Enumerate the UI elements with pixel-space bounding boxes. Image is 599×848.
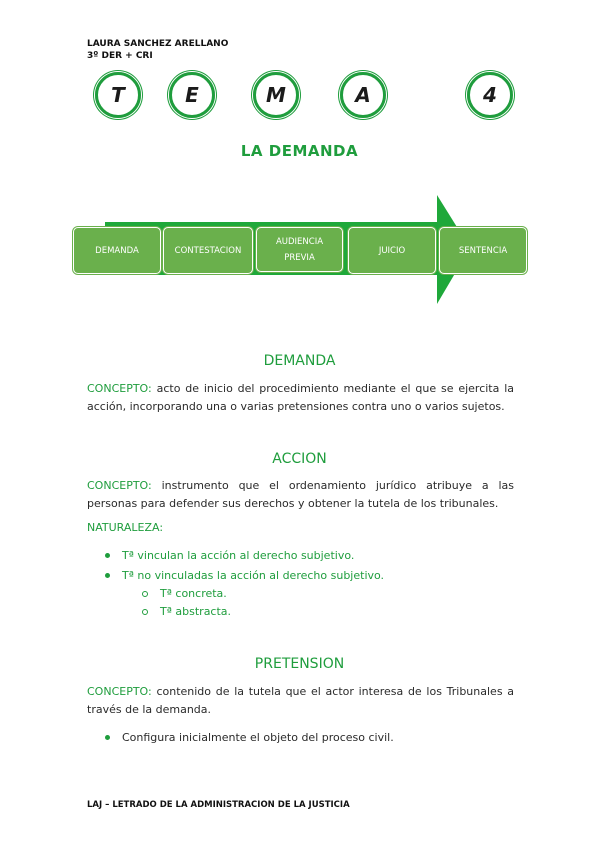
demanda-concept: CONCEPTO: acto de inicio del procedimien… xyxy=(87,380,514,416)
list-item: Tª abstracta. xyxy=(142,605,231,618)
naturaleza-label: NATURALEZA: xyxy=(87,521,164,534)
step-demanda: DEMANDA xyxy=(73,227,161,274)
section-title-accion: ACCION xyxy=(272,451,327,467)
tema-letter-circle: E xyxy=(169,72,215,118)
tema-circles: T E M A 4 xyxy=(0,72,599,122)
step-juicio: JUICIO xyxy=(348,227,436,274)
process-diagram: DEMANDA CONTESTACION AUDIENCIA PREVIA JU… xyxy=(0,190,599,310)
concept-lead: CONCEPTO: xyxy=(87,479,152,492)
section-title-pretension: PRETENSION xyxy=(254,656,345,672)
concept-lead: CONCEPTO: xyxy=(87,685,152,698)
bullet-icon xyxy=(105,573,110,578)
bullet-icon xyxy=(105,553,110,558)
concept-lead: CONCEPTO: xyxy=(87,382,152,395)
bullet-icon xyxy=(105,735,110,740)
step-sentencia: SENTENCIA xyxy=(439,227,527,274)
tema-letter-circle: T xyxy=(95,72,141,118)
page-footer: LAJ – LETRADO DE LA ADMINISTRACION DE LA… xyxy=(87,800,350,810)
step-contestacion: CONTESTACION xyxy=(163,227,253,274)
concept-text: instrumento que el ordenamiento jurídico… xyxy=(87,479,515,510)
page-title: LA DEMANDA xyxy=(240,142,359,160)
course-label: 3º DER + CRI xyxy=(87,51,153,61)
concept-text: contenido de la tutela que el actor inte… xyxy=(87,685,514,716)
list-item: Tª vinculan la acción al derecho subjeti… xyxy=(105,549,354,562)
accion-concept: CONCEPTO: instrumento que el ordenamient… xyxy=(87,477,514,513)
tema-letter-circle: M xyxy=(253,72,299,118)
list-item: Configura inicialmente el objeto del pro… xyxy=(105,731,394,744)
concept-text: acto de inicio del procedimiento mediant… xyxy=(87,382,515,413)
pretension-concept: CONCEPTO: contenido de la tutela que el … xyxy=(87,683,514,719)
step-audiencia-previa: AUDIENCIA PREVIA xyxy=(256,227,343,272)
sub-bullet-icon xyxy=(142,590,148,597)
author-block: LAURA SANCHEZ ARELLANO 3º DER + CRI xyxy=(87,38,228,62)
list-item: Tª concreta. xyxy=(142,587,227,600)
author-name: LAURA SANCHEZ ARELLANO xyxy=(87,39,229,49)
tema-number-circle: 4 xyxy=(467,72,513,118)
sub-bullet-icon xyxy=(142,608,148,615)
list-item: Tª no vinculadas la acción al derecho su… xyxy=(105,569,384,582)
section-title-demanda: DEMANDA xyxy=(263,353,336,369)
tema-letter-circle: A xyxy=(340,72,386,118)
